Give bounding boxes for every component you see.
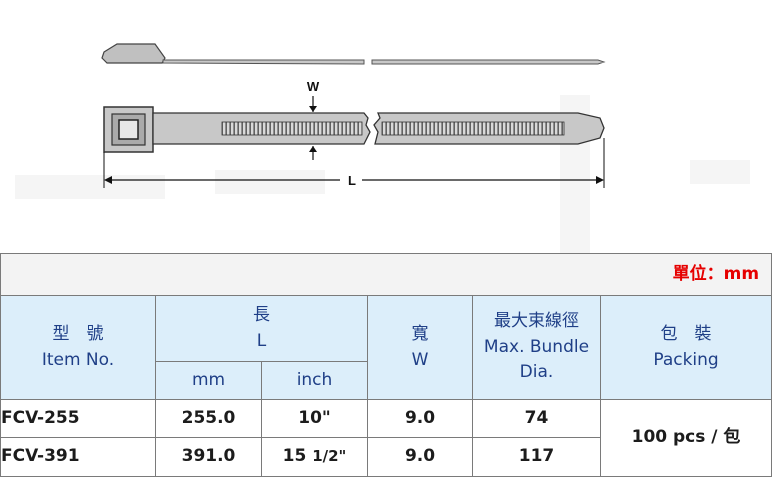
bundle-dia-cell: 117 [472,437,601,477]
header-width-en: W [411,349,429,370]
header-bundle-en-1: Max. Bundle [483,336,590,357]
header-item-no: 型 號 Item No. [0,295,156,400]
length-dimension-label: L [348,173,356,188]
header-packing: 包 裝 Packing [599,295,773,400]
length-mm-cell: 255.0 [155,399,262,438]
header-packing-en: Packing [653,349,719,370]
header-length: 長 L [155,295,368,362]
table-row: FCV-391 391.0 15 1/2" 9.0 117 [0,437,772,477]
spec-table: 單位：mm 型 號 Item No. 長 L 寬 W 最大束線徑 Max. Bu… [0,253,773,477]
header-item-no-zh: 型 號 [52,324,104,344]
tie-top-view [103,106,605,153]
length-dimension: L [103,138,605,188]
unit-label: 單位：mm [0,253,773,296]
tie-side-view [101,43,606,65]
header-bundle-zh: 最大束線徑 [494,311,579,332]
header-width-zh: 寬 [411,324,429,344]
header-bundle-dia: 最大束線徑 Max. Bundle Dia. [472,295,601,400]
header-length-zh: 長 [253,305,270,325]
width-dimension-label: W [307,79,320,94]
item-no-cell: FCV-255 [0,399,156,438]
length-mm-cell: 391.0 [155,437,262,477]
header-mm: mm [155,361,262,400]
bundle-dia-cell: 74 [472,399,601,438]
header-packing-zh: 包 裝 [660,324,712,344]
inch-whole: 15 [282,446,307,467]
header-bundle-en-2: Dia. [519,362,554,383]
width-cell: 9.0 [367,399,473,438]
header-item-no-en: Item No. [41,349,115,370]
length-inch-cell: 10" [261,399,368,438]
cable-tie-drawing: W L [101,43,606,188]
length-inch-cell: 15 1/2" [261,437,368,477]
header-width: 寬 W [367,295,473,400]
packing-cell: 100 pcs / 包 [599,399,773,477]
header-length-en: L [256,330,267,351]
inch-fraction: 1/2" [312,447,347,466]
width-cell: 9.0 [367,437,473,477]
item-no-cell: FCV-391 [0,437,156,477]
width-dimension: W [307,79,320,160]
table-row: FCV-255 255.0 10" 9.0 74 100 pcs / 包 [0,399,773,477]
header-inch: inch [261,361,368,400]
